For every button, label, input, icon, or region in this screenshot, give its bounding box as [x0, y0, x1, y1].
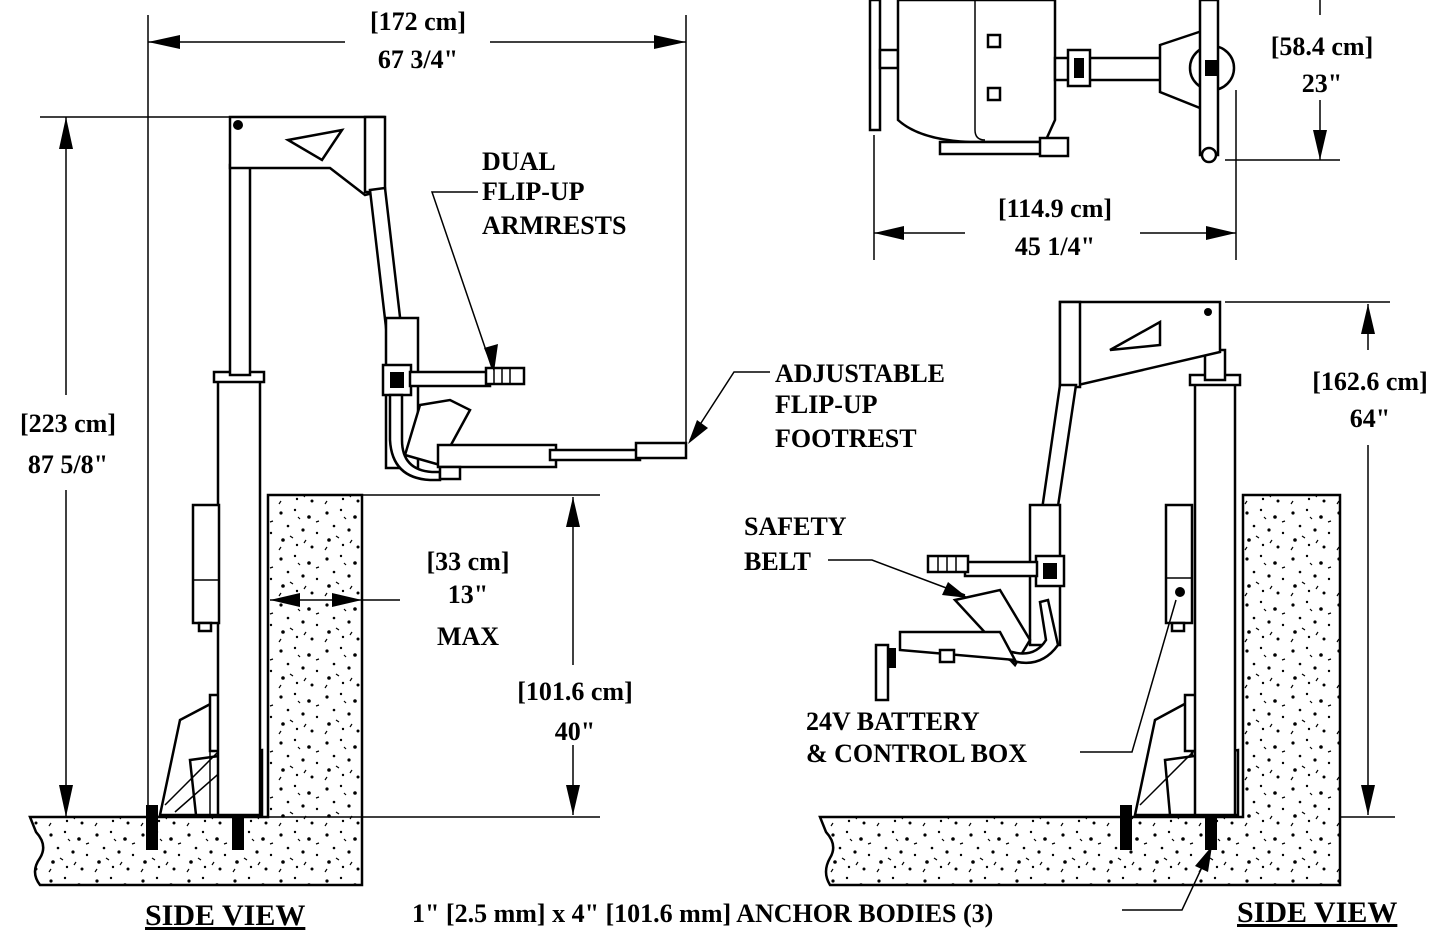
- overall-height-in: 87 5/8": [28, 450, 108, 479]
- left-footrest: [634, 441, 688, 460]
- battery-line-1: 24V BATTERY: [806, 707, 980, 736]
- top-width-in: 45 1/4": [1015, 232, 1095, 261]
- wall-max-in: 13": [448, 580, 488, 609]
- belt-line-1: SAFETY: [744, 512, 847, 541]
- overall-height-cm: [223 cm]: [20, 409, 116, 438]
- top-depth-in: 23": [1302, 69, 1342, 98]
- left-armrest: [408, 370, 492, 388]
- callout-armrests: DUAL FLIP-UP ARMRESTS: [430, 147, 626, 372]
- top-view-seat: [896, 0, 1057, 144]
- overall-width-in: 67 3/4": [378, 45, 458, 74]
- callout-safety-belt: SAFETY BELT: [744, 512, 968, 598]
- top-depth-cm: [58.4 cm]: [1271, 32, 1374, 61]
- top-view: [868, 0, 1236, 164]
- right-mast-lower: [1193, 378, 1237, 817]
- dim-wall-height: [101.6 cm] 40": [517, 497, 633, 815]
- right-seat-clamp: [1034, 554, 1066, 588]
- left-deck-concrete: [28, 493, 364, 887]
- anchors-label: 1" [2.5 mm] x 4" [101.6 mm] ANCHOR BODIE…: [412, 899, 993, 928]
- wall-max-note: MAX: [437, 622, 499, 651]
- left-mast-upper: [228, 163, 252, 377]
- armrests-line-1: DUAL: [482, 147, 556, 176]
- left-boom-arm: [228, 115, 386, 197]
- left-mast-lower: [216, 373, 262, 817]
- dim-right-height: [162.6 cm] 64": [1312, 304, 1428, 815]
- dim-wall-max: [33 cm] 13" MAX: [270, 547, 510, 651]
- right-side-view: [818, 300, 1395, 887]
- left-view-title: SIDE VIEW: [145, 899, 305, 932]
- left-side-view: [28, 115, 688, 887]
- armrests-line-2: FLIP-UP: [482, 177, 585, 206]
- right-height-cm: [162.6 cm]: [1312, 367, 1428, 396]
- dim-top-depth: [58.4 cm] 23": [1225, 0, 1374, 161]
- right-view-title: SIDE VIEW: [1237, 896, 1397, 929]
- wall-height-cm: [101.6 cm]: [517, 677, 633, 706]
- footrest-line-1: ADJUSTABLE: [775, 359, 945, 388]
- footrest-line-2: FLIP-UP: [775, 390, 878, 419]
- top-width-cm: [114.9 cm]: [998, 194, 1112, 223]
- left-control-box: [191, 503, 221, 625]
- right-deck-concrete: [818, 493, 1342, 887]
- battery-line-2: & CONTROL BOX: [806, 739, 1027, 768]
- overall-width-cm: [172 cm]: [370, 7, 466, 36]
- wall-height-in: 40": [555, 717, 595, 746]
- right-armrest: [963, 560, 1039, 578]
- right-control-box: [1164, 503, 1194, 625]
- callout-footrest: ADJUSTABLE FLIP-UP FOOTREST: [688, 359, 945, 453]
- dim-top-width: [114.9 cm] 45 1/4": [873, 90, 1237, 261]
- right-height-in: 64": [1350, 404, 1390, 433]
- wall-max-cm: [33 cm]: [426, 547, 509, 576]
- dim-overall-height: [223 cm] 87 5/8": [20, 116, 230, 817]
- belt-line-2: BELT: [744, 547, 811, 576]
- footrest-line-3: FOOTREST: [775, 424, 917, 453]
- armrests-line-3: ARMRESTS: [482, 211, 626, 240]
- dim-overall-width: [172 cm] 67 3/4": [147, 7, 687, 817]
- left-footrest-bar: [548, 448, 642, 462]
- callout-battery: 24V BATTERY & CONTROL BOX: [806, 599, 1177, 768]
- callout-anchors: 1" [2.5 mm] x 4" [101.6 mm] ANCHOR BODIE…: [412, 846, 1212, 928]
